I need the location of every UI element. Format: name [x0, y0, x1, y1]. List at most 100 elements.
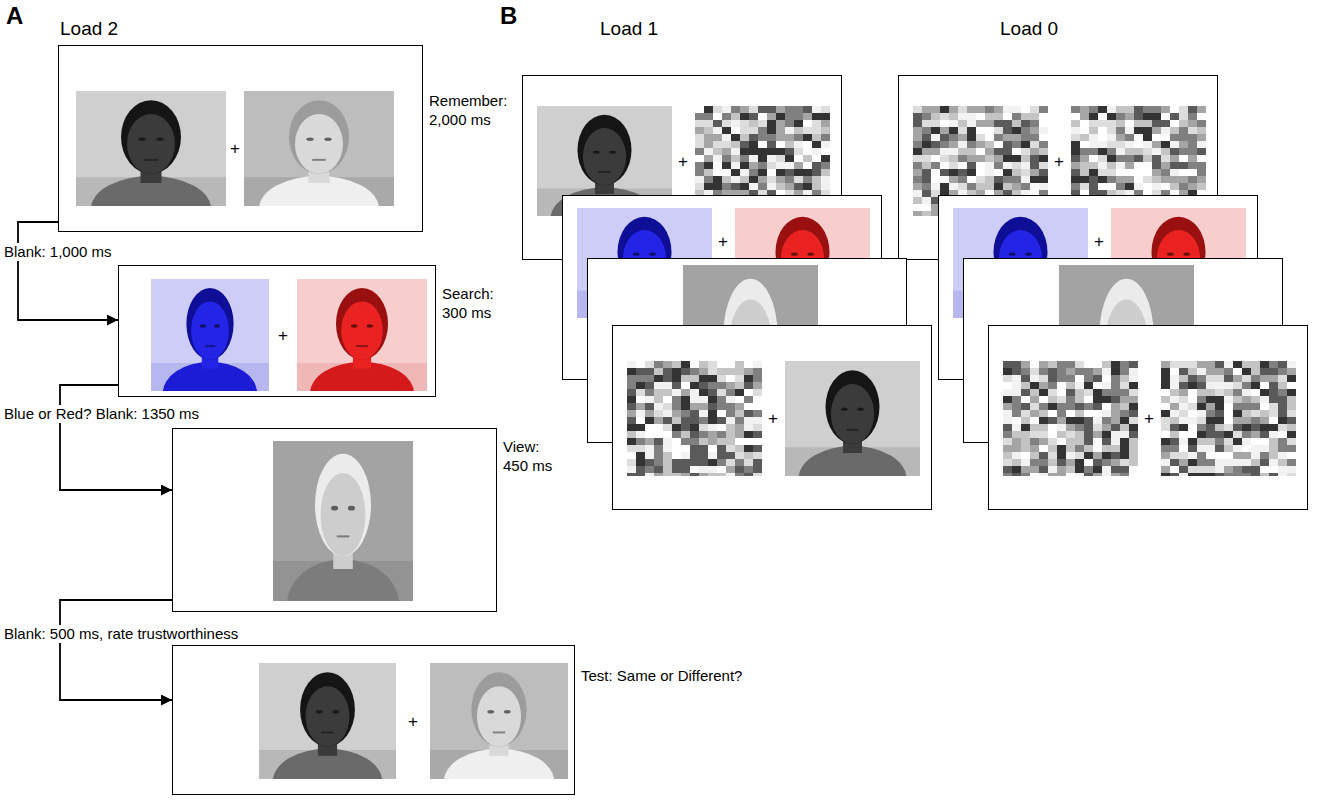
noise-cell — [1030, 134, 1039, 141]
noise-cell — [758, 141, 767, 148]
noise-cell — [1093, 368, 1102, 375]
noise-cell — [967, 169, 976, 176]
noise-cell — [1129, 368, 1138, 375]
noise-cell — [1111, 452, 1120, 459]
noise-cell — [1125, 176, 1134, 183]
noise-cell — [1030, 438, 1039, 445]
noise-cell — [717, 361, 726, 368]
noise-cell — [1075, 368, 1084, 375]
noise-cell — [1161, 113, 1170, 120]
noise-cell — [776, 106, 785, 113]
noise-cell — [1021, 113, 1030, 120]
noise-cell — [1012, 148, 1021, 155]
noise-cell — [1093, 438, 1102, 445]
noise-cell — [645, 403, 654, 410]
noise-cell — [812, 120, 821, 127]
noise-cell — [949, 148, 958, 155]
noise-cell — [1224, 417, 1233, 424]
noise-cell — [726, 473, 735, 476]
noise-cell — [713, 148, 722, 155]
noise-cell — [985, 113, 994, 120]
noise-cell — [1030, 417, 1039, 424]
noise-cell — [1260, 396, 1269, 403]
noise-cell — [1089, 113, 1098, 120]
noise-cell — [1102, 410, 1111, 417]
noise-cell — [704, 148, 713, 155]
noise-cell — [740, 120, 749, 127]
noise-cell — [940, 148, 949, 155]
noise-cell — [740, 183, 749, 190]
noise-cell — [1089, 169, 1098, 176]
noise-cell — [1170, 120, 1179, 127]
noise-cell — [753, 438, 762, 445]
noise-cell — [699, 431, 708, 438]
noise-cell — [1179, 162, 1188, 169]
noise-cell — [1075, 403, 1084, 410]
noise-cell — [913, 120, 922, 127]
noise-cell — [1287, 417, 1296, 424]
noise-cell — [672, 459, 681, 466]
noise-cell — [726, 389, 735, 396]
noise-cell — [627, 403, 636, 410]
noise-cell — [1120, 473, 1129, 476]
noise-cell — [663, 382, 672, 389]
noise-cell — [794, 148, 803, 155]
noise-cell — [717, 410, 726, 417]
noise-cell — [1111, 361, 1120, 368]
noise-cell — [735, 473, 744, 476]
noise-cell — [753, 361, 762, 368]
noise-cell — [681, 417, 690, 424]
noise-cell — [1278, 410, 1287, 417]
noise-cell — [1170, 417, 1179, 424]
noise-cell — [636, 424, 645, 431]
noise-cell — [681, 361, 690, 368]
noise-cell — [1080, 106, 1089, 113]
noise-cell — [1224, 424, 1233, 431]
noise-cell — [672, 382, 681, 389]
noise-cell — [922, 134, 931, 141]
noise-cell — [1179, 155, 1188, 162]
noise-cell — [1066, 368, 1075, 375]
trial-frame: +Test: Same or Different? — [172, 645, 575, 795]
noise-cell — [744, 452, 753, 459]
noise-cell — [1066, 410, 1075, 417]
hair — [618, 217, 672, 287]
noise-cell — [1197, 120, 1206, 127]
noise-cell — [1188, 134, 1197, 141]
noise-cell — [1084, 466, 1093, 473]
noise-cell — [1197, 361, 1206, 368]
noise-cell — [1134, 113, 1143, 120]
noise-cell — [1030, 424, 1039, 431]
noise-cell — [1102, 452, 1111, 459]
noise-cell — [1012, 155, 1021, 162]
noise-cell — [636, 473, 645, 476]
noise-cell — [1107, 106, 1116, 113]
noise-cell — [1021, 466, 1030, 473]
noise-cell — [1129, 466, 1138, 473]
hair — [1152, 217, 1206, 287]
noise-cell — [1260, 410, 1269, 417]
noise-cell — [1287, 361, 1296, 368]
noise-cell — [785, 141, 794, 148]
noise-cell — [776, 120, 785, 127]
noise-cell — [812, 176, 821, 183]
noise-cell — [931, 169, 940, 176]
noise-cell — [749, 148, 758, 155]
noise-cell — [636, 452, 645, 459]
noise-cell — [1260, 445, 1269, 452]
noise-cell — [1206, 431, 1215, 438]
noise-cell — [1134, 148, 1143, 155]
noise-cell — [1039, 368, 1048, 375]
noise-cell — [767, 162, 776, 169]
noise-cell — [1152, 141, 1161, 148]
noise-cell — [958, 141, 967, 148]
noise-cell — [1075, 410, 1084, 417]
noise-cell — [744, 438, 753, 445]
eye — [332, 710, 339, 713]
noise-cell — [690, 396, 699, 403]
noise-cell — [1021, 459, 1030, 466]
noise-cell — [967, 155, 976, 162]
photo-ground — [577, 208, 712, 318]
eye — [1167, 253, 1174, 256]
noise-mask — [1161, 361, 1296, 476]
